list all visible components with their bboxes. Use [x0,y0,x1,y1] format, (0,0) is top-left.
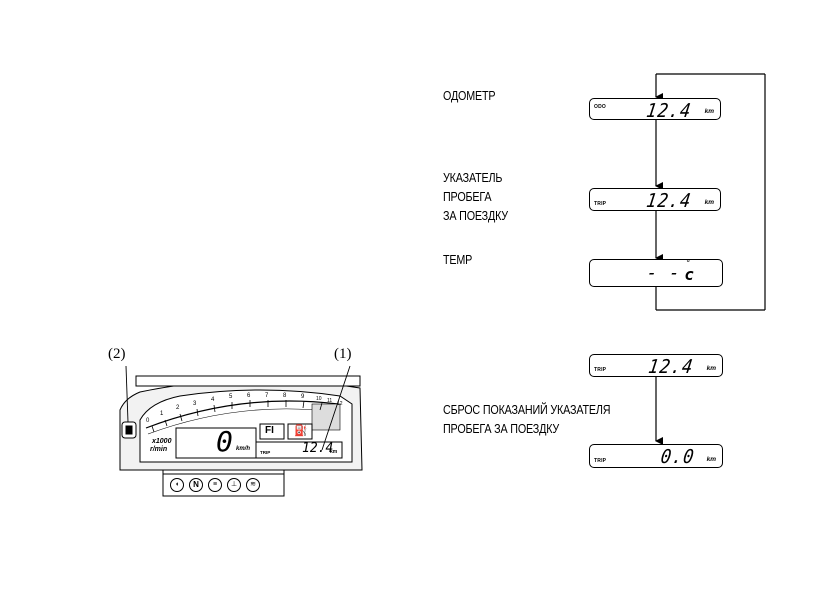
speed-unit: km/h [236,446,251,452]
temp-value: - - [644,262,682,284]
instrument-panel [119,375,363,497]
tach-scale-4: 4 [211,397,215,403]
temp-display: - - ° c [589,258,723,287]
oil-pressure-icon: ⊥ [227,478,241,492]
callout-line-2 [125,365,129,423]
trip-before-unit: km [706,365,716,372]
tach-scale-2: 2 [176,405,180,411]
label-reset-line1: СБРОС ПОКАЗАНИЙ УКАЗАТЕЛЯ [443,403,611,417]
temp-unit: c [684,265,694,284]
dash-trip-unit: km [330,449,338,455]
tach-ticks [151,400,323,433]
fi-warning-label: FI [265,425,274,436]
trip-after-reset-display: TRIP 0.0 km [589,444,723,468]
label-trip-line3: ЗА ПОЕЗДКУ [443,209,508,223]
trip-display: TRIP 12.4 km [589,188,721,212]
headlight-icon: ◖ [170,478,184,492]
label-reset-line2: ПРОБЕГА ЗА ПОЕЗДКУ [443,422,560,436]
trip-after-unit: km [706,456,716,463]
tach-scale-9: 9 [301,394,305,400]
tach-scale-12: 12 [337,401,343,407]
callout-1: (1) [334,346,352,362]
dash-trip-tag: TRIP [260,450,271,455]
trip-value: 12.4 [645,190,694,212]
tach-scale-1: 1 [160,411,164,417]
temp-degree: ° [686,258,690,268]
neutral-icon: N [189,478,203,492]
trip-unit: km [704,199,714,206]
label-odometer: ОДОМЕТР [443,89,496,103]
odo-tag: ODO [594,104,606,110]
speed-readout: 0 [216,425,233,458]
trip-after-value: 0.0 [658,446,696,468]
rpm-label-line2: r/min [150,446,168,453]
fuel-icon: ⛽ [294,425,308,437]
tach-scale-7: 7 [265,393,269,399]
tach-scale-0: 0 [146,418,150,424]
label-trip-line1: УКАЗАТЕЛЬ [443,171,503,185]
trip-before-tag: TRIP [594,367,607,373]
tach-scale-11: 11 [327,398,333,404]
callout-line-1 [321,365,351,451]
trip-before-reset-display: TRIP 12.4 km [589,354,723,378]
odo-display: ODO 12.4 km [589,98,721,122]
dash-trip-value: 12.4 [302,441,334,456]
trip-tag: TRIP [594,201,607,207]
trip-after-tag: TRIP [594,458,607,464]
tach-scale-10: 10 [316,396,322,402]
trip-before-value: 12.4 [647,356,696,378]
callout-2: (2) [108,346,126,362]
coolant-temp-icon: ≋ [246,478,260,492]
high-beam-icon: ≡ [208,478,222,492]
odo-value: 12.4 [645,100,694,122]
tach-scale-3: 3 [193,401,197,407]
tach-scale-8: 8 [283,393,287,399]
tach-scale-5: 5 [229,394,233,400]
label-temp: TEMP [443,253,473,267]
tach-scale-6: 6 [247,393,251,399]
odo-unit: km [704,108,714,115]
label-trip-line2: ПРОБЕГА [443,190,492,204]
rpm-label-line1: x1000 [152,438,172,445]
